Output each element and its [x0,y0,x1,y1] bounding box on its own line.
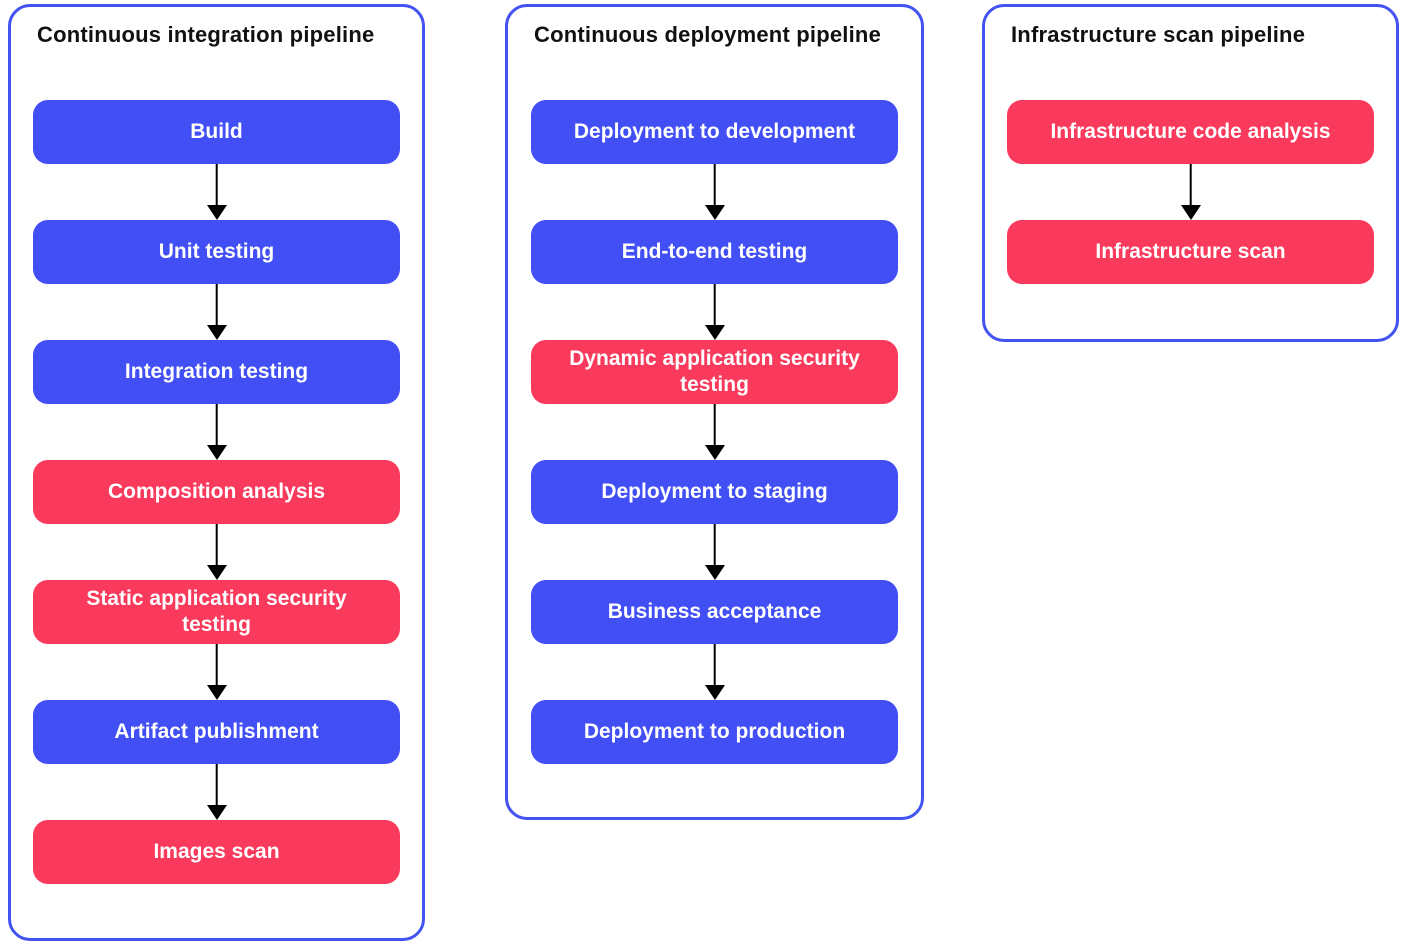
node-dynamic-application-security-testing: Dynamic application security testing [531,340,898,404]
pipeline-title: Continuous integration pipeline [37,22,375,47]
flow-arrow-icon [704,404,726,460]
pipeline-nodes: Build Unit testing Integration testing C… [33,100,400,884]
node-end-to-end-testing: End-to-end testing [531,220,898,284]
node-build: Build [33,100,400,164]
flow-arrow-icon [206,764,228,820]
flow-arrow-icon [206,644,228,700]
flow-arrow-icon [1180,164,1202,220]
node-infrastructure-code-analysis: Infrastructure code analysis [1007,100,1374,164]
node-static-application-security-testing: Static application security testing [33,580,400,644]
pipeline-nodes: Deployment to development End-to-end tes… [531,100,898,764]
flow-arrow-icon [704,164,726,220]
pipeline-infrastructure-scan: Infrastructure scan pipeline Infrastruct… [982,4,1399,342]
node-artifact-publishment: Artifact publishment [33,700,400,764]
flow-arrow-icon [704,524,726,580]
flow-arrow-icon [206,164,228,220]
node-images-scan: Images scan [33,820,400,884]
flow-arrow-icon [206,524,228,580]
pipeline-continuous-deployment: Continuous deployment pipeline Deploymen… [505,4,924,820]
node-deployment-to-production: Deployment to production [531,700,898,764]
node-integration-testing: Integration testing [33,340,400,404]
flow-arrow-icon [704,644,726,700]
pipeline-title: Continuous deployment pipeline [534,22,881,47]
node-business-acceptance: Business acceptance [531,580,898,644]
flow-arrow-icon [704,284,726,340]
node-deployment-to-development: Deployment to development [531,100,898,164]
node-composition-analysis: Composition analysis [33,460,400,524]
pipeline-title: Infrastructure scan pipeline [1011,22,1306,47]
pipeline-continuous-integration: Continuous integration pipeline Build Un… [8,4,425,941]
node-unit-testing: Unit testing [33,220,400,284]
flow-arrow-icon [206,284,228,340]
node-infrastructure-scan: Infrastructure scan [1007,220,1374,284]
pipeline-nodes: Infrastructure code analysis Infrastruct… [1007,100,1374,284]
node-deployment-to-staging: Deployment to staging [531,460,898,524]
flow-arrow-icon [206,404,228,460]
